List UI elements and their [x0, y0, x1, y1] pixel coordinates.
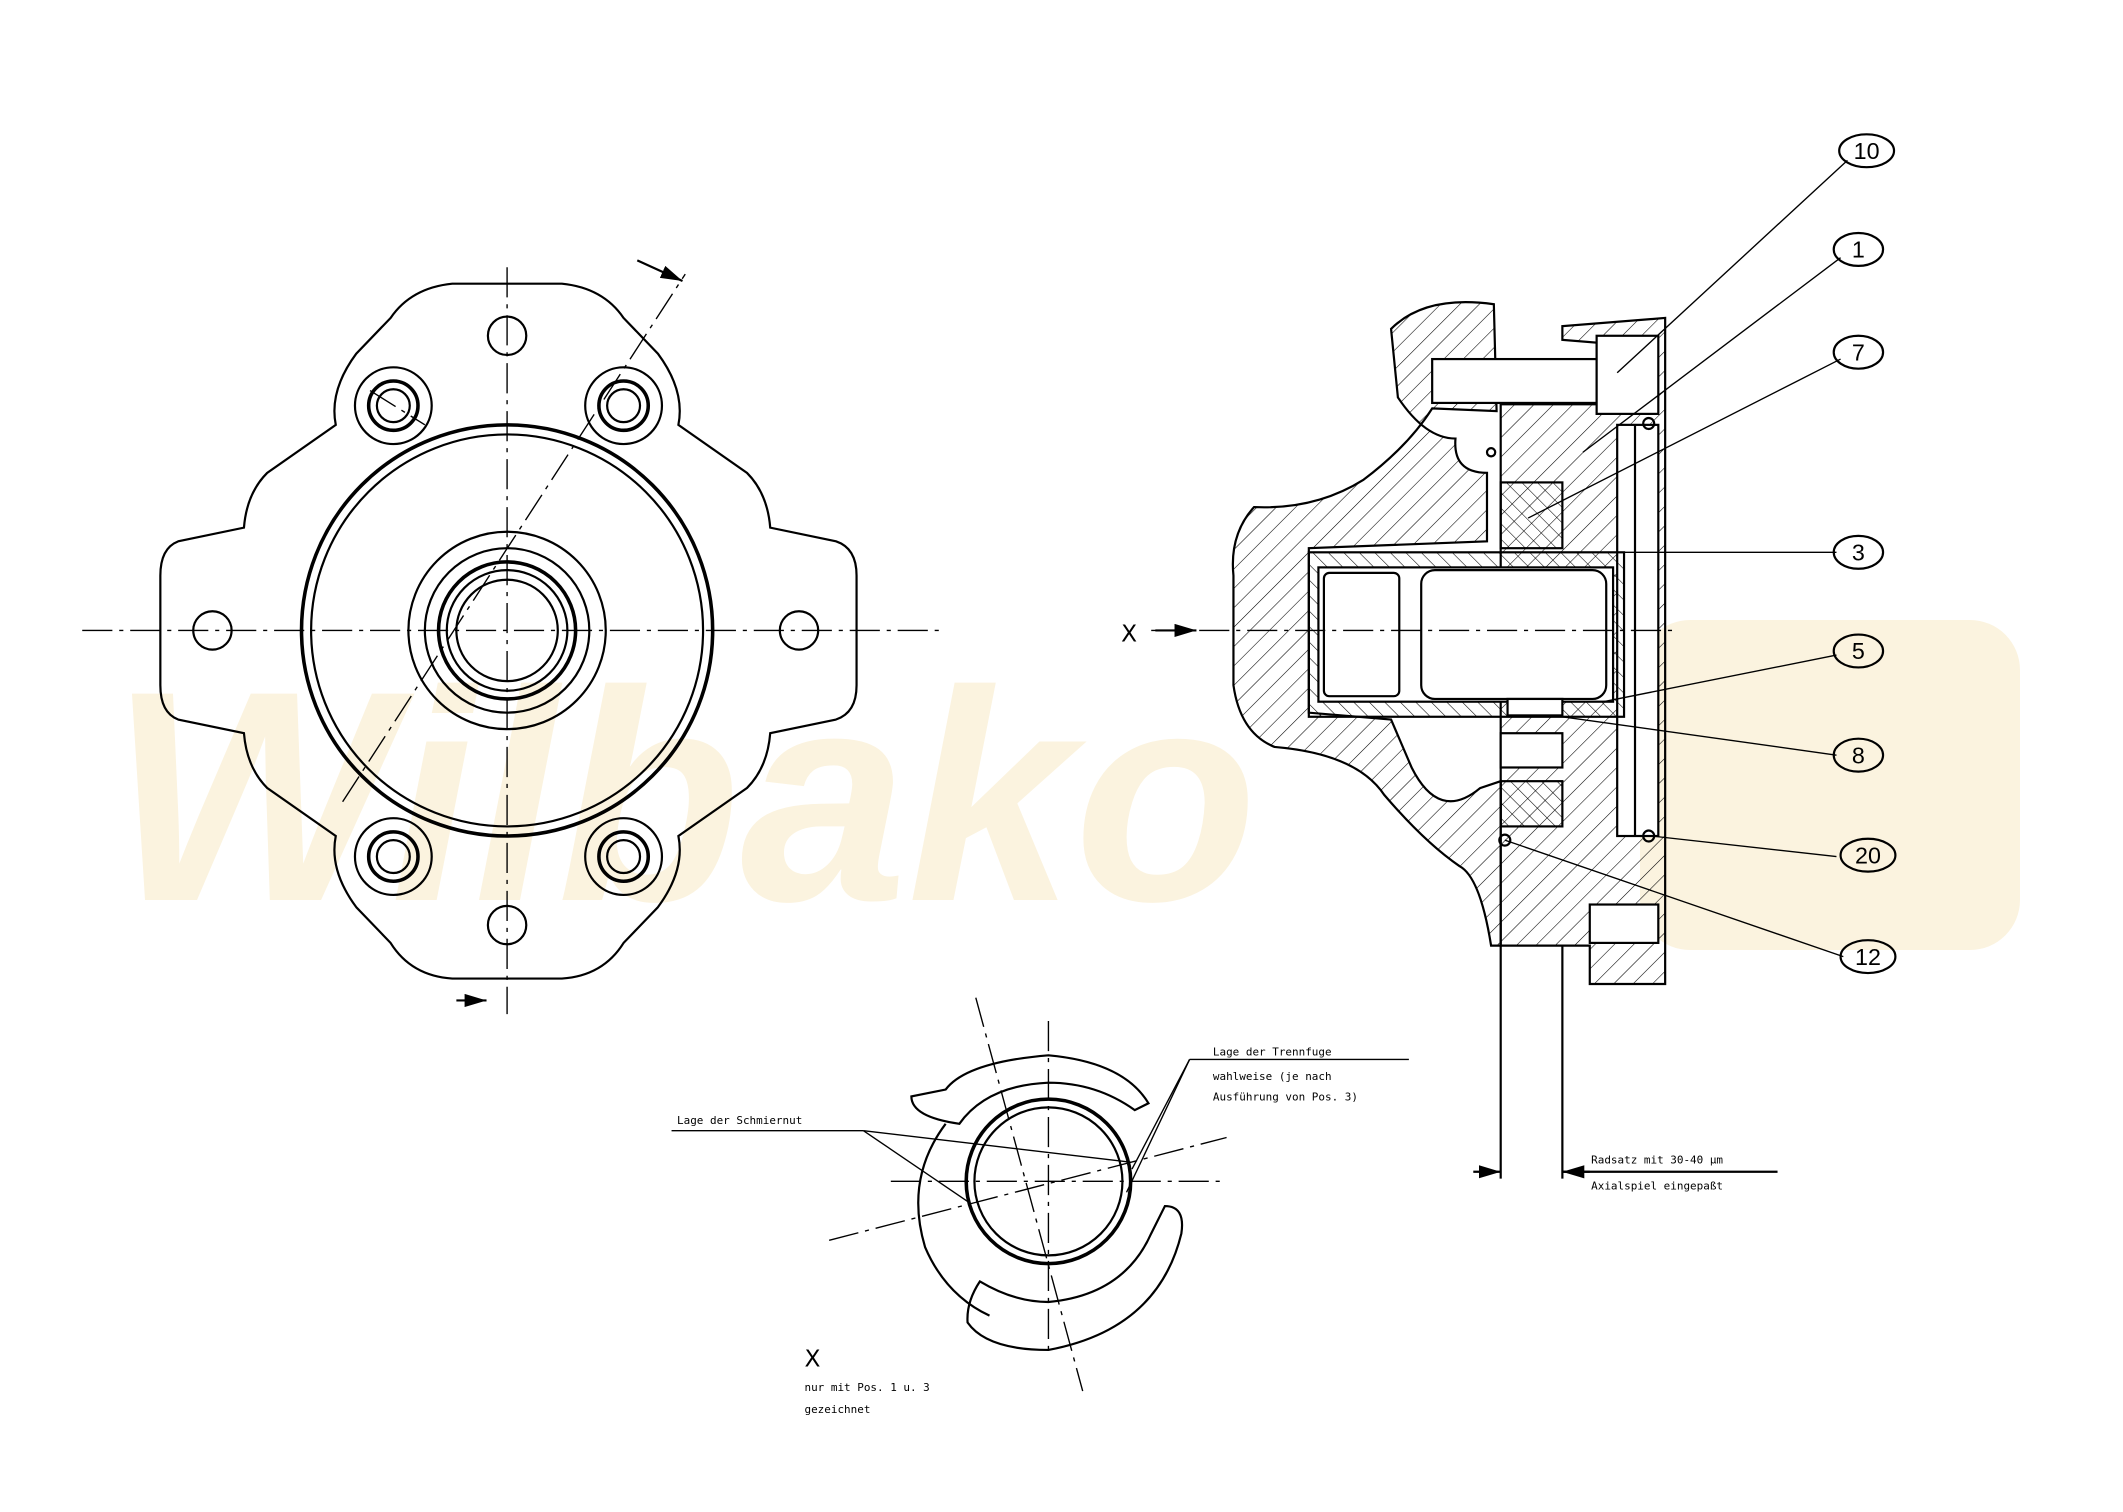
callout-7: 7 — [1832, 334, 1885, 370]
svg-text:8: 8 — [1852, 742, 1865, 768]
c-ring — [910, 1054, 1151, 1125]
bolt-hole — [353, 366, 433, 446]
bolt-holes — [353, 366, 664, 897]
svg-text:7: 7 — [1852, 339, 1865, 365]
pin-pos8 — [1506, 697, 1564, 717]
shaft-bore — [1420, 569, 1608, 701]
section-marker-x: X — [1121, 620, 1137, 647]
dimension-note-2: Axialspiel eingepaßt — [1591, 1180, 1723, 1193]
callout-5: 5 — [1832, 633, 1885, 669]
svg-text:20: 20 — [1855, 842, 1881, 868]
svg-text:1: 1 — [1852, 237, 1865, 263]
bolt-hole — [584, 817, 664, 897]
detail-note-2: gezeichnet — [804, 1403, 870, 1416]
dimension-note-1: Radsatz mit 30-40 µm — [1591, 1154, 1723, 1167]
trennfuge-label-2: wahlweise (je nach — [1213, 1070, 1332, 1083]
svg-text:5: 5 — [1852, 638, 1865, 664]
schmiernut-label: Lage der Schmiernut — [677, 1114, 802, 1127]
trennfuge-label-3: Ausführung von Pos. 3) — [1213, 1091, 1358, 1104]
svg-text:12: 12 — [1855, 944, 1881, 970]
bolt-head — [1595, 334, 1660, 415]
callout-20: 20 — [1839, 837, 1897, 873]
callout-1: 1 — [1832, 231, 1885, 267]
trennfuge-label-1: Lage der Trennfuge — [1213, 1045, 1332, 1058]
svg-text:Wilbako: Wilbako — [110, 628, 1257, 964]
callouts: 10 1 7 3 5 8 20 12 — [1504, 133, 1897, 975]
flange-outline — [159, 282, 858, 980]
callout-3: 3 — [1832, 534, 1885, 570]
callout-10: 10 — [1838, 133, 1896, 169]
watermark-logo: Wilbako — [110, 620, 2020, 964]
front-view — [82, 259, 946, 1015]
svg-text:3: 3 — [1852, 540, 1865, 566]
section-view: X Radsatz mit 30-40 µm Axialspiel eingep… — [1121, 133, 1897, 1193]
bolt-hole — [584, 366, 664, 446]
bolt-pos10 — [1431, 357, 1598, 405]
svg-text:10: 10 — [1854, 138, 1880, 164]
detail-note-1: nur mit Pos. 1 u. 3 — [804, 1381, 929, 1394]
key-pos7 — [1499, 481, 1564, 550]
callout-8: 8 — [1832, 737, 1885, 773]
detail-label-x: X — [804, 1345, 820, 1372]
callout-12: 12 — [1839, 939, 1897, 975]
detail-view-x: Lage der Trennfuge wahlweise (je nach Au… — [671, 997, 1409, 1416]
bolt-hole — [353, 817, 433, 897]
